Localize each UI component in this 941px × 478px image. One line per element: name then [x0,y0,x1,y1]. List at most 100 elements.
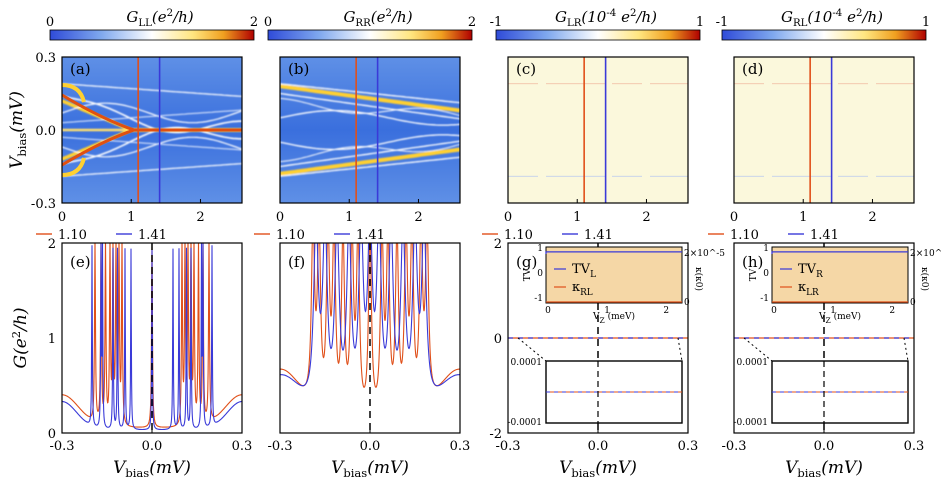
inset-left-tick: 1 [763,244,769,254]
panel-label: (a) [70,60,91,78]
zoom-y-tick: 0.0001 [511,358,543,368]
heatmap-band [280,109,460,126]
zoom-y-tick: -0.0001 [507,418,542,428]
panel-label: (g) [516,253,537,271]
inset-right-label: κ(κ0) [919,267,930,291]
zoom-connector [743,337,773,362]
colorbar [495,29,701,41]
inset-right-label: κ(κ0) [693,267,704,291]
heatmap-body [280,57,460,203]
x-tick-label: 0.0 [360,439,381,454]
inset-right-tick: 2×10^-5 [910,249,941,259]
heatmap-band [280,97,460,117]
heatmap-body [508,57,688,203]
y-axis-label: Vbias​(mV) [7,91,29,169]
legend-label: 1.10 [276,228,305,243]
heatmap-band [62,109,242,124]
panel-label: (h) [742,253,763,271]
colorbar-max-label: 2 [468,15,476,30]
x-axis-label: Vbias​(mV) [785,458,863,478]
inset-left-tick: -1 [760,294,769,304]
colorbar [267,29,473,41]
heatmap-band [280,140,460,168]
inset-right-tick: 0 [910,298,916,308]
x-tick-label: 0.3 [904,439,925,454]
panel-label: (c) [516,60,536,78]
plot-body [280,243,460,388]
panel-label: (b) [288,60,309,78]
x-tick-label: 0 [58,210,66,225]
y-tick-label: 0.0 [35,124,56,139]
y-tick-label: 0 [48,427,56,442]
colorbar-max-label: 1 [922,15,930,30]
plot-frame [279,56,461,204]
inset-frame [545,246,683,304]
x-tick-label: 1 [345,210,353,225]
colorbar-max-label: 1 [696,15,704,30]
zoom-inset: 0.0001-0.0001 [733,337,909,428]
x-tick-label: 0.3 [678,439,699,454]
inset-tv-curve [545,251,682,254]
x-tick-label: -0.3 [495,439,520,454]
inset-x-tick: 1 [604,306,610,316]
colorbar-max-label: 2 [250,15,258,30]
heatmap-band [280,92,460,120]
plot-frame [507,56,689,204]
x-tick-label: 0.0 [588,439,609,454]
panel-g: 1.101.41-0.30.00.320-2Vbias​(mV)(g)TVL​κ… [482,228,725,478]
colorbar-title: GRR​(e2​/h) [343,8,412,29]
x-tick-label: 0 [730,210,738,225]
y-tick-label: -0.3 [31,197,56,212]
legend-label: 1.41 [138,228,167,243]
zoom-connector [517,337,547,362]
inset-x-tick: 0 [545,306,551,316]
inset-left-tick: -1 [534,294,543,304]
y-tick-label: -2 [489,427,502,442]
inset-legend-kappa: κLR​ [798,280,819,298]
inset-left-label: TV [749,268,759,281]
legend-label: 1.10 [730,228,759,243]
colorbar-title: GLR​(10-4​ e2​/h) [555,8,657,29]
y-tick-label: 2 [48,237,56,252]
x-tick-label: 0.3 [232,439,253,454]
panel-label: (e) [70,253,91,271]
x-tick-label: 2 [868,210,876,225]
heatmap-band [280,147,460,176]
heatmap-band [280,143,460,163]
heatmap-background [734,57,914,203]
inset-x-tick: 2 [889,306,895,316]
heatmap-band [62,83,242,97]
plot-frame [61,56,243,204]
inset-left-tick: 0 [537,269,543,279]
inset-frame [771,246,909,304]
y-tick-label: 1 [48,332,56,347]
heatmap-body [734,57,914,203]
heatmap-band [280,84,460,113]
inset-right-tick: 0 [684,298,690,308]
x-tick-label: -0.3 [721,439,746,454]
colorbar-title: GRL​(10-4​ e2​/h) [781,8,883,29]
inset-left-tick: 1 [537,244,543,254]
x-tick-label: 2 [196,210,204,225]
inset-x-label: VZ​ (meV) [592,311,635,325]
y-tick-label: 0.3 [35,51,56,66]
zoom-y-tick: 0.0001 [737,358,769,368]
heatmap-band [280,156,460,177]
inset-legend-tv: TVL​ [572,262,596,280]
inset-x-tick: 2 [663,306,669,316]
zoom-inset: 0.0001 -0.0001 [507,337,683,428]
x-tick-label: 0.3 [450,439,471,454]
colorbar-min-label: 0 [46,15,54,30]
inset-left-tick: 0 [763,269,769,279]
panel-h: 1.101.41-0.30.00.3Vbias​(mV)(h)TVR​κLR​1… [708,228,941,478]
y-tick-label: 2 [494,237,502,252]
